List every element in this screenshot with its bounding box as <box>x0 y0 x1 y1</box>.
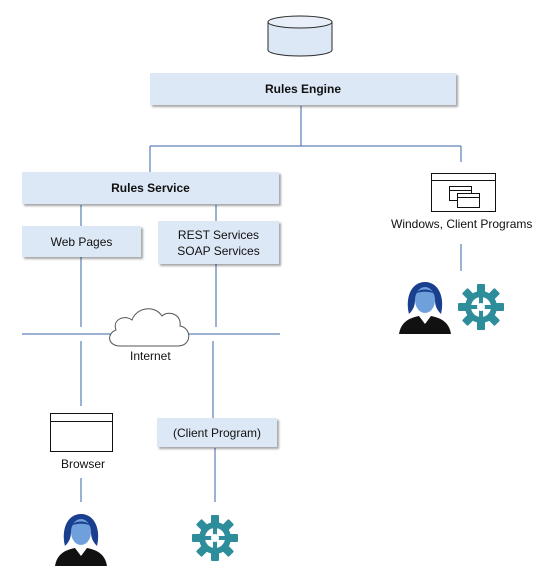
windows-app-icon <box>431 173 496 212</box>
user-person-icon <box>399 282 451 334</box>
web-pages-label: Web Pages <box>50 234 113 249</box>
web-pages-box: Web Pages <box>22 226 141 257</box>
gear-icon <box>192 515 238 561</box>
browser-window-icon <box>50 413 113 452</box>
services-box: REST Services SOAP Services <box>158 221 279 264</box>
rules-engine-box: Rules Engine <box>150 73 456 105</box>
cloud-icon <box>109 308 190 347</box>
browser-label: Browser <box>61 457 106 471</box>
rules-engine-label: Rules Engine <box>264 82 341 96</box>
windows-client-programs-label: Windows, Client Programs <box>391 217 533 231</box>
client-program-box: (Client Program) <box>157 418 277 447</box>
user-person-icon <box>55 514 107 566</box>
rules-service-label: Rules Service <box>111 181 190 195</box>
database-cylinder-icon <box>267 15 333 57</box>
rules-service-box: Rules Service <box>22 172 279 204</box>
soap-services-label: SOAP Services <box>177 243 260 258</box>
internet-label: Internet <box>130 349 171 363</box>
gear-icon <box>458 284 504 330</box>
rest-services-label: REST Services <box>177 227 260 242</box>
client-program-label: (Client Program) <box>172 425 262 440</box>
